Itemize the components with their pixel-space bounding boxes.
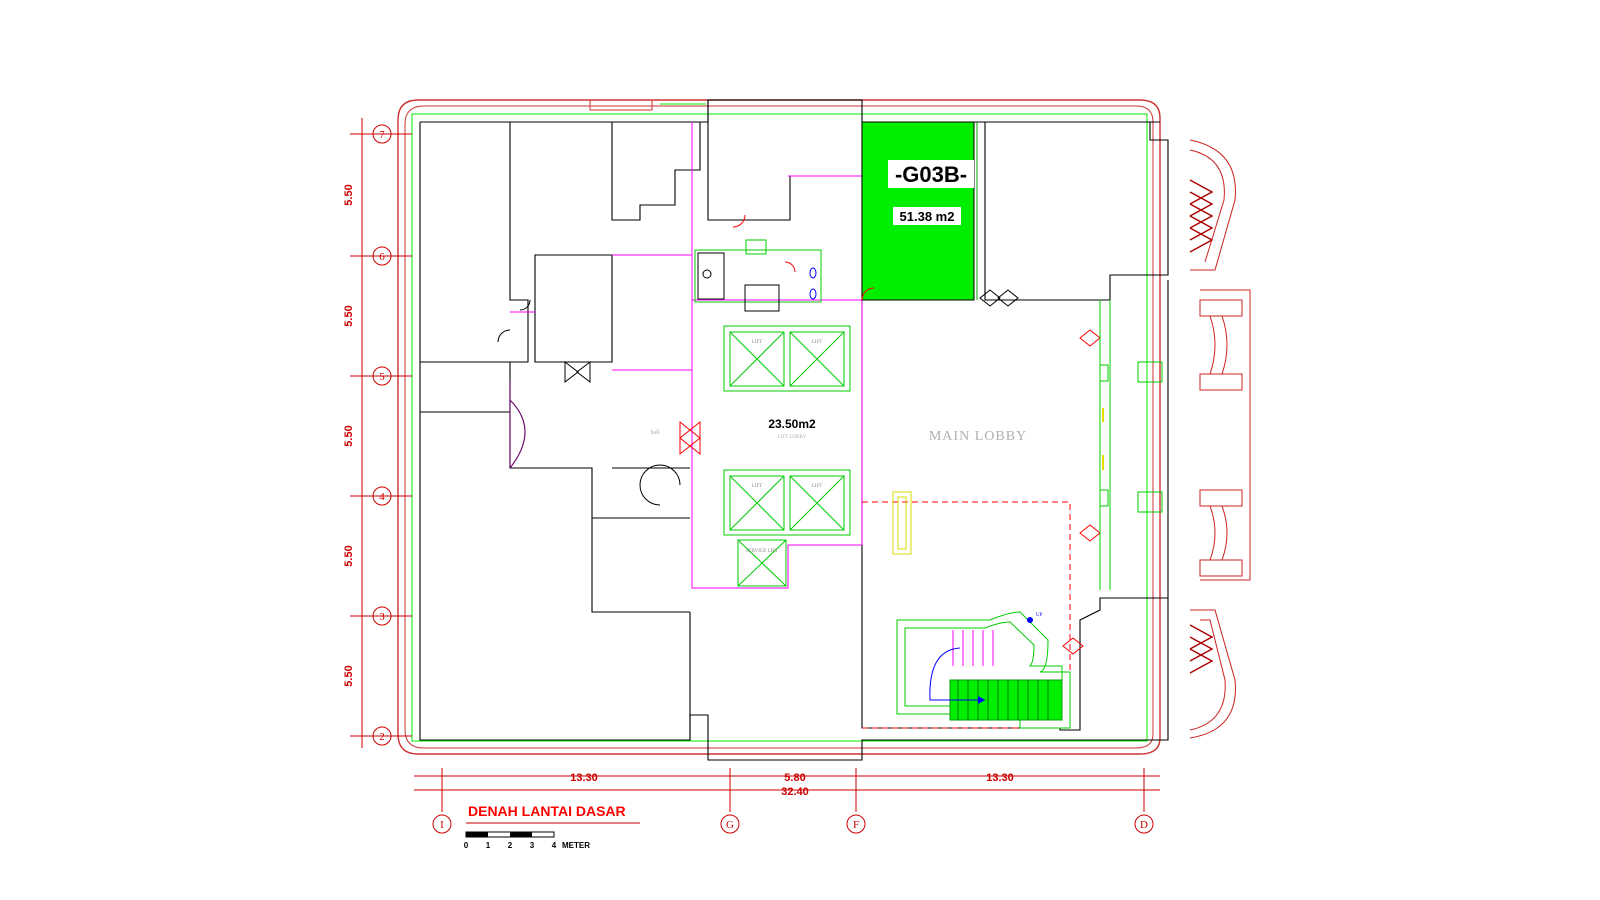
door-swing-icon <box>732 214 746 228</box>
column-grid <box>414 768 1160 834</box>
scale-tick: 1 <box>486 841 491 850</box>
lobby-bench <box>892 491 912 555</box>
drawing-title: DENAH LANTAI DASAR <box>468 803 626 819</box>
toilet-icon <box>809 267 817 279</box>
grid-row-label: 4 <box>379 491 385 503</box>
lift-label: LIFT <box>752 484 763 489</box>
grid-col-label: D <box>1140 819 1148 831</box>
row-grid <box>350 118 412 748</box>
total-span: 32.40 <box>781 786 809 798</box>
lift-car-icon <box>729 331 785 387</box>
door-swing-icon <box>1079 524 1101 542</box>
door-swing-icon <box>564 360 591 384</box>
toilet-block <box>694 214 822 312</box>
unit-area: 51.38 m2 <box>900 209 955 224</box>
column-span: 13.30 <box>570 772 598 784</box>
door-swing-icon <box>997 289 1019 307</box>
grid-col-label: F <box>853 819 859 831</box>
scale-unit: METER <box>562 841 590 850</box>
scale-tick: 0 <box>464 841 469 850</box>
stair-icon <box>896 611 1071 729</box>
door-swing-icon <box>679 420 701 456</box>
door-swing-icon <box>519 299 531 311</box>
row-spacing: 5.50 <box>343 425 355 446</box>
lift-bank-lower <box>723 469 851 587</box>
grid-col-label: I <box>440 819 444 831</box>
door-swing-icon <box>497 329 511 343</box>
lift-label: LIFT <box>812 484 823 489</box>
unit-g03b <box>861 121 978 301</box>
scale-tick: 4 <box>552 841 557 850</box>
main-lobby-label: MAIN LOBBY <box>929 429 1027 444</box>
row-spacing: 5.50 <box>343 665 355 686</box>
lobby-zone <box>862 501 1071 729</box>
hall-label: hall <box>651 430 660 436</box>
lift-lobby-label: LIFT LOBBY <box>778 435 807 440</box>
core-outline <box>510 122 863 589</box>
lift-car-icon <box>789 331 845 387</box>
walls <box>419 99 1169 761</box>
grid-row-label: 2 <box>379 731 385 743</box>
column-span: 13.30 <box>986 772 1014 784</box>
row-spacing: 5.50 <box>343 305 355 326</box>
lift-label: LIFT <box>812 340 823 345</box>
scale-tick: 3 <box>530 841 535 850</box>
door-swing-icon <box>1079 329 1101 347</box>
scale-bar <box>465 831 555 838</box>
lift-car-icon <box>789 475 845 531</box>
grid-row-label: 7 <box>379 129 385 141</box>
lift-bank-upper <box>723 325 851 392</box>
scale-tick: 2 <box>508 841 513 850</box>
service-lift-label: SERVICE LIFT <box>746 549 778 554</box>
lift-car-icon <box>729 475 785 531</box>
door-swing-icon <box>784 261 796 273</box>
door-swing-icon <box>1062 637 1084 655</box>
door-swing-icon <box>861 287 875 301</box>
lift-label: LIFT <box>752 340 763 345</box>
curved-walls <box>509 380 526 469</box>
door-swing-icon <box>639 464 681 506</box>
grid-row-label: 6 <box>379 251 385 263</box>
unit-name: -G03B- <box>895 162 967 187</box>
toilet-icon <box>702 269 712 279</box>
lift-lobby-area: 23.50m2 <box>768 417 816 431</box>
lobby-fixtures <box>1099 300 1163 590</box>
row-spacing: 5.50 <box>343 184 355 205</box>
right-facade <box>1189 139 1251 739</box>
row-spacing: 5.50 <box>343 545 355 566</box>
door-swing-icon <box>979 289 1001 307</box>
stair-up-label: UP <box>1036 613 1043 618</box>
doors <box>497 289 1101 655</box>
building-frame <box>397 99 1161 755</box>
grid-col-label: G <box>726 819 734 831</box>
grid-row-label: 5 <box>379 371 385 383</box>
toilet-icon <box>809 288 817 300</box>
column-span: 5.80 <box>784 772 805 784</box>
grid-row-label: 3 <box>379 611 385 623</box>
